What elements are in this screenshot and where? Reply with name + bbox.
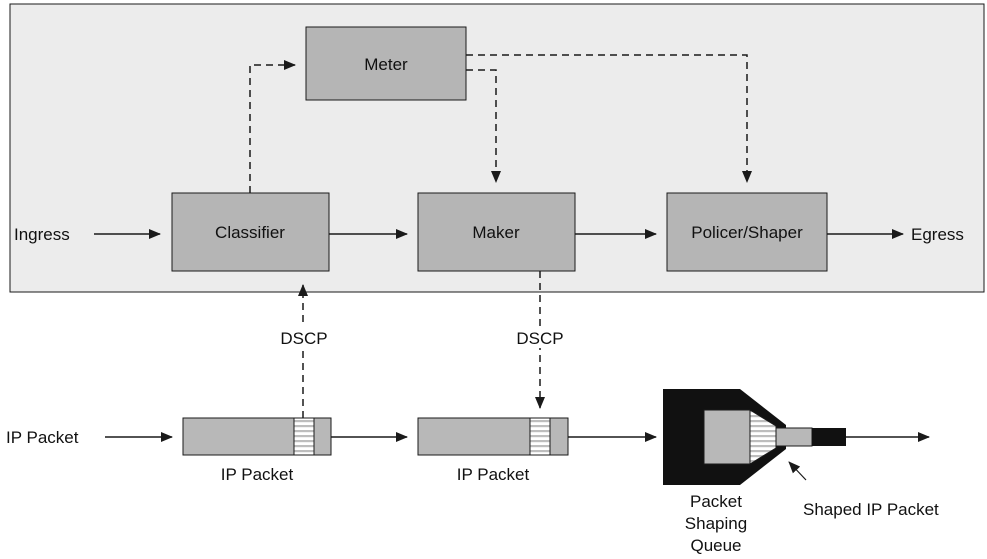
ip-packet-2-label: IP Packet bbox=[457, 465, 530, 484]
dscp-field-1 bbox=[293, 417, 315, 456]
ip-packet-2 bbox=[417, 417, 569, 456]
dscp-right-label: DSCP bbox=[516, 329, 563, 348]
maker-block: Maker bbox=[417, 192, 576, 272]
dscp-field-2 bbox=[529, 417, 551, 456]
shaping-queue bbox=[663, 389, 846, 485]
maker-label: Maker bbox=[472, 223, 520, 242]
meter-block: Meter bbox=[305, 26, 467, 101]
ip-packet-1-label: IP Packet bbox=[221, 465, 294, 484]
classifier-block: Classifier bbox=[171, 192, 330, 272]
meter-to-maker-dashed bbox=[466, 69, 501, 183]
meter-label: Meter bbox=[364, 55, 408, 74]
policer-shaper-block: Policer/Shaper bbox=[666, 192, 828, 272]
queue-label-line2: Shaping bbox=[685, 514, 747, 533]
policer-shaper-label: Policer/Shaper bbox=[691, 223, 803, 242]
shaped-packet-label: Shaped IP Packet bbox=[803, 500, 939, 519]
egress-label: Egress bbox=[911, 225, 964, 244]
ingress-label: Ingress bbox=[14, 225, 70, 244]
dscp-left-label: DSCP bbox=[280, 329, 327, 348]
classifier-to-meter-dashed bbox=[249, 60, 296, 193]
queue-label-line3: Queue bbox=[690, 536, 741, 555]
classifier-label: Classifier bbox=[215, 223, 285, 242]
ip-packet-1 bbox=[182, 417, 332, 456]
meter-to-policer-dashed bbox=[466, 54, 752, 183]
shaped-packet-pointer bbox=[788, 461, 807, 481]
queue-label-line1: Packet bbox=[690, 492, 742, 511]
ip-packet-input-label: IP Packet bbox=[6, 428, 79, 447]
